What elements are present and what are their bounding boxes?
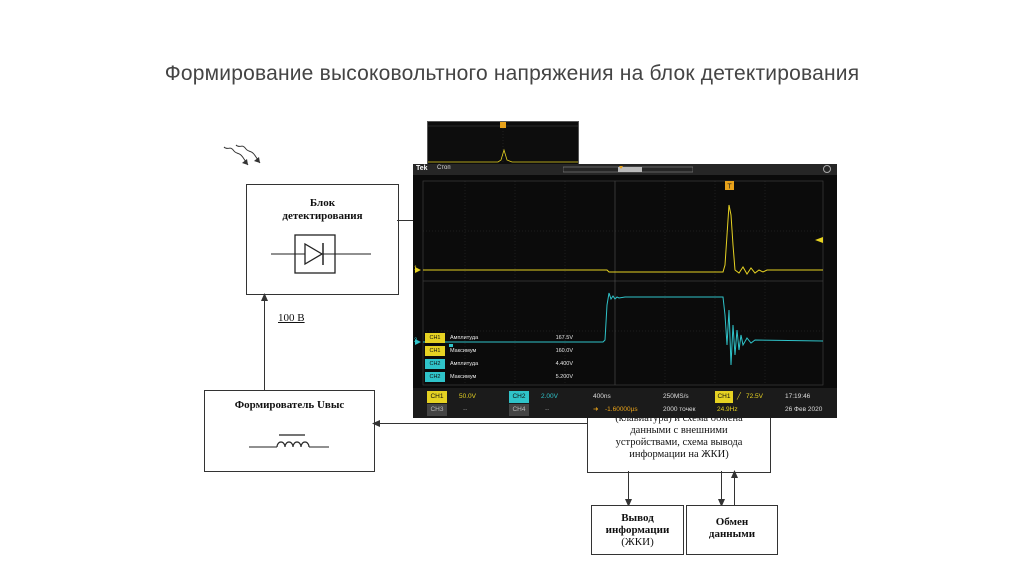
scope-bottom-bar: CH1 50.0V CH2 2.00V CH3 -- CH4 -- 400ns …	[413, 388, 837, 418]
trigger-slope-icon: ╱	[737, 393, 741, 400]
output-block-line-1: Вывод	[621, 512, 654, 524]
time-offset: -1.60000µs	[605, 406, 638, 413]
zoom-trace	[428, 122, 578, 166]
controller-block-line-2: данными с внешними	[630, 425, 728, 436]
measurement-panel: CH1 Амплитуда 167.5V CH1 Максимум 160.0V…	[413, 332, 613, 384]
connector-exchange-up	[734, 474, 735, 506]
output-block-line-2: информации	[605, 524, 670, 536]
inductor-icon	[249, 434, 329, 448]
ch4-tag: CH4	[509, 404, 529, 416]
trigger-level: 72.5V	[746, 393, 763, 400]
measurement-name: Амплитуда	[450, 361, 479, 367]
measurement-value: 160.0V	[555, 348, 573, 354]
trigger-channel: CH1	[715, 391, 733, 403]
oscilloscope-screenshot: Tek Стоп T	[413, 164, 837, 418]
measurement-value: 167.5V	[555, 335, 573, 341]
radiation-arrows-icon	[223, 144, 261, 166]
measurement-channel: CH1	[425, 333, 445, 343]
measurement-channel: CH1	[425, 346, 445, 356]
arrow-down-icon	[625, 499, 632, 507]
output-block-line-3: (ЖКИ)	[621, 536, 654, 548]
ch2-marker: 2	[414, 338, 418, 344]
arrow-left-icon	[372, 420, 380, 427]
frequency: 24.9Hz	[717, 406, 738, 413]
connector-controller-former	[376, 423, 587, 424]
measurement-channel: CH2	[425, 359, 445, 369]
measurement-name: Максимум	[450, 374, 477, 380]
arrow-up-icon	[731, 470, 738, 478]
scope-brand: Tek	[416, 165, 428, 172]
measurement-row: CH1 Максимум 160.0V	[425, 345, 603, 357]
scope-zoom-inset	[427, 121, 579, 167]
ch2-tag: CH2	[509, 391, 529, 403]
timebase: 400ns	[593, 393, 611, 400]
measurement-value: 5.200V	[555, 374, 573, 380]
exchange-block-line-2: данными	[708, 528, 756, 540]
ch1-tag: CH1	[427, 391, 447, 403]
measurement-name: Амплитуда	[450, 335, 479, 341]
controller-block-line-1: (клавиатура) и схема обмена	[615, 413, 743, 424]
measurement-name: Максимум	[450, 348, 477, 354]
record-points: 2000 точек	[663, 406, 696, 413]
ch3-value: --	[463, 406, 468, 413]
diode-icon	[271, 234, 371, 274]
ch4-value: --	[545, 406, 550, 413]
ch2-scale: 2.00V	[541, 393, 558, 400]
exchange-block-line-1: Обмен	[715, 516, 749, 528]
clock-date: 26 Фев 2020	[785, 406, 823, 413]
former-block: Формирователь Uвыс	[204, 390, 375, 472]
waveform-display: T	[415, 180, 824, 386]
scope-top-bar: Tek Стоп	[413, 164, 837, 175]
ch1-scale: 50.0V	[459, 393, 476, 400]
ch1-marker: 1	[414, 266, 418, 272]
exchange-block: Обмен данными	[686, 505, 778, 555]
svg-text:T: T	[727, 184, 732, 191]
measurement-value: 4.400V	[555, 361, 573, 367]
connector-exchange-down	[721, 471, 722, 502]
controller-block-line-3: устройствами, схема вывода	[615, 437, 743, 448]
record-bar	[563, 166, 693, 173]
controller-block-line-4: информации на ЖКИ)	[629, 449, 729, 460]
slide-title: Формирование высоковольтного напряжения …	[164, 62, 860, 85]
connector-former-detector	[264, 296, 265, 390]
detector-block: Блок детектирования	[246, 184, 399, 295]
former-block-label: Формирователь Uвыс	[234, 399, 345, 411]
detector-block-label-1: Блок	[309, 197, 336, 209]
detector-block-label-2: детектирования	[282, 210, 363, 222]
ch3-tag: CH3	[427, 404, 447, 416]
sample-rate: 250MS/s	[663, 393, 689, 400]
connector-controller-output	[628, 471, 629, 502]
measurement-row: CH1 Амплитуда 167.5V	[425, 332, 603, 344]
output-block: Вывод информации (ЖКИ)	[591, 505, 684, 555]
scope-status: Стоп	[437, 165, 451, 171]
clock-time: 17:19:46	[785, 393, 811, 400]
trigger-arrow-icon: ➜	[593, 406, 599, 413]
connector-detector-scope	[397, 220, 413, 221]
arrow-up-icon	[261, 293, 268, 301]
measurement-row: CH2 Максимум 5.200V	[425, 371, 603, 383]
voltage-label: 100 В	[278, 312, 305, 324]
arrow-down-icon	[718, 499, 725, 507]
measurement-row: CH2 Амплитуда 4.400V	[425, 358, 603, 370]
measurement-channel: CH2	[425, 372, 445, 382]
gear-icon	[823, 165, 831, 173]
